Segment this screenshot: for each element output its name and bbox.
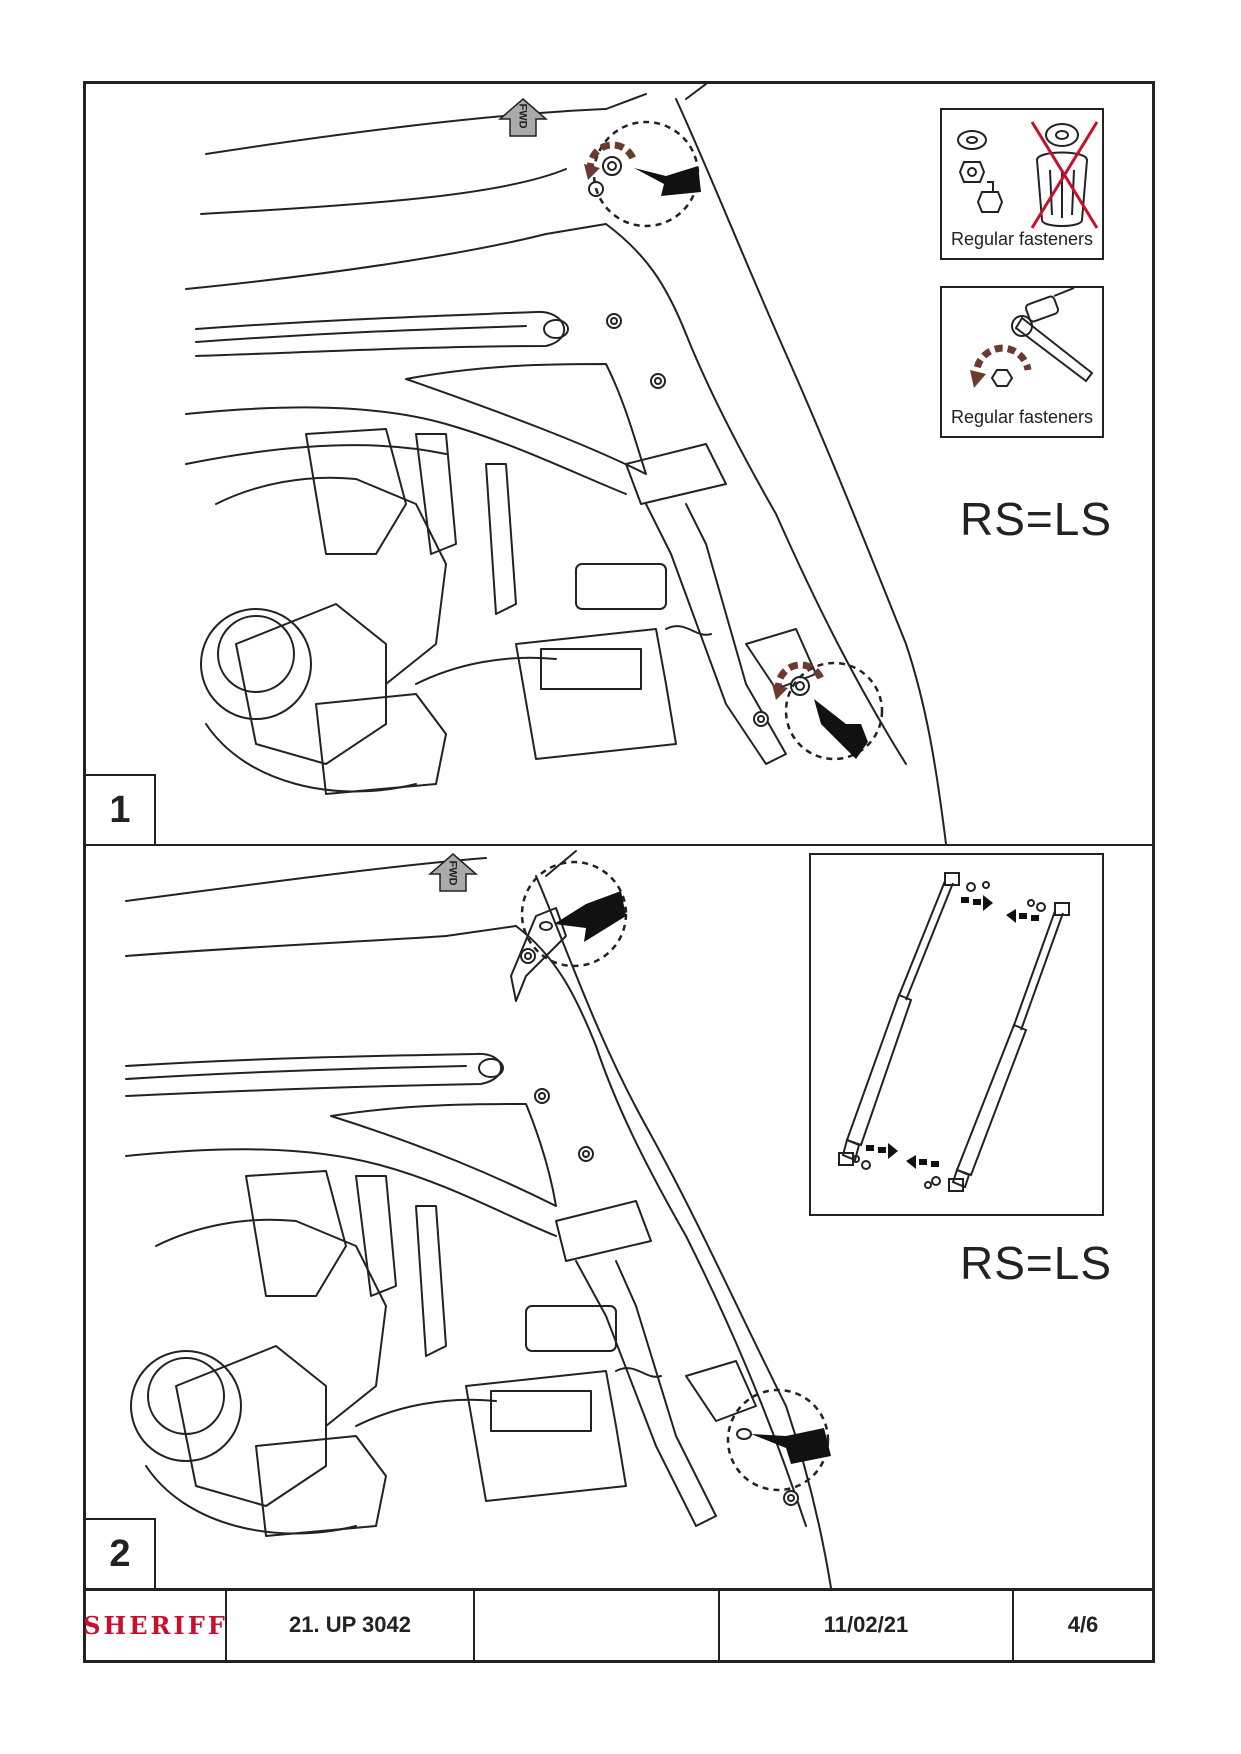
fwd-arrow (497, 98, 549, 137)
step-2-illustration (125, 850, 832, 1588)
inset-caption-top: Regular fasteners (950, 229, 1094, 249)
inset-regular-fasteners-tighten: Regular fasteners (940, 286, 1104, 438)
footer-logo-cell: SHERIFF (83, 1590, 228, 1660)
inset-gas-struts (809, 853, 1104, 1216)
wrench-illustration (970, 287, 1094, 388)
step-2-panel: FWD (86, 846, 1152, 1591)
step-1-illustration (185, 84, 947, 844)
rs-ls-note: RS=LS (960, 493, 1113, 545)
fwd-arrow (427, 853, 479, 892)
inset-regular-fasteners-parts: Regular fasteners (940, 108, 1104, 260)
footer-date: 11/02/21 (720, 1590, 1014, 1660)
gas-struts-illustration (838, 872, 1070, 1192)
sheriff-logo: SHERIFF (83, 1610, 228, 1640)
rs-ls-note: RS=LS (960, 1237, 1113, 1289)
footer-page: 4/6 (1067, 1612, 1099, 1637)
instruction-sheet: FWD Regular fasteners (83, 81, 1155, 1663)
inset-caption-bottom: Regular fasteners (950, 407, 1094, 427)
footer-table: SHERIFF 21. UP 3042 11/02/21 4/6 (83, 1590, 1152, 1660)
fasteners-parts-illustration (957, 121, 1099, 229)
footer-blank (475, 1590, 720, 1660)
footer-code: 21. UP 3042 (227, 1590, 475, 1660)
step-number: 1 (86, 774, 156, 844)
fwd-label: FWD (516, 103, 529, 129)
step-number: 2 (86, 1518, 156, 1588)
step-1-panel: FWD Regular fasteners (86, 84, 1152, 846)
fwd-label: FWD (446, 860, 459, 886)
